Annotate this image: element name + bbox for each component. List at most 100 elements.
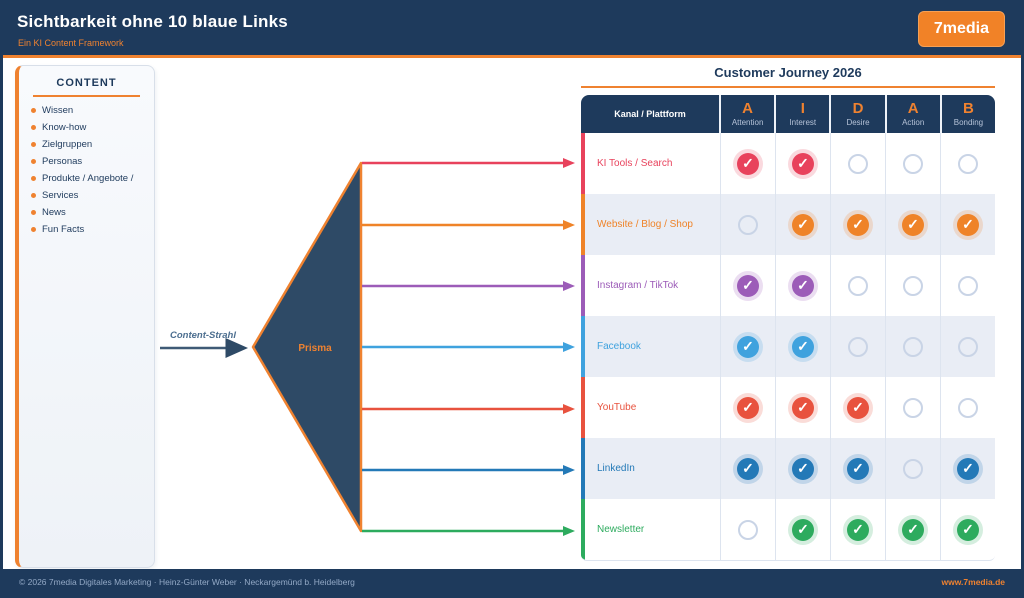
check-circle-icon: ✓: [957, 457, 979, 480]
stage-sublabel: Interest: [789, 118, 817, 127]
journey-cell: [831, 316, 886, 377]
check-circle-icon: ✓: [902, 518, 924, 541]
table-row: KI Tools / Search ✓ ✓: [581, 133, 995, 194]
prism-ray-arrowhead: [563, 158, 575, 168]
check-circle-icon: ✓: [792, 457, 814, 480]
journey-cell: ✓: [941, 194, 995, 255]
journey-cell: ✓: [776, 438, 831, 499]
check-circle-icon: ✓: [792, 213, 814, 236]
content-beam-label: Content-Strahl: [170, 330, 236, 341]
empty-circle-icon: [848, 275, 868, 296]
journey-cell: ✓: [721, 255, 776, 316]
check-circle-icon: ✓: [737, 152, 759, 175]
journey-cell: ✓: [721, 316, 776, 377]
journey-cell: ✓: [721, 377, 776, 438]
journey-cell: [831, 255, 886, 316]
journey-cell: [721, 499, 776, 560]
check-circle-icon: ✓: [847, 396, 869, 419]
empty-circle-icon: [738, 519, 758, 540]
prism-rays: [362, 158, 575, 536]
sidebar-item: Produkte / Angebote /: [29, 174, 144, 184]
table-row: YouTube✓✓✓: [581, 377, 995, 438]
table-row: Instagram / TikTok ✓ ✓: [581, 255, 995, 316]
stage-sublabel: Action: [902, 118, 925, 127]
journey-title-underline: [581, 86, 995, 88]
stage-letter: A: [742, 100, 754, 117]
prism-ray-arrowhead: [563, 404, 575, 414]
stage-letter: B: [962, 100, 974, 117]
check-circle-icon: ✓: [847, 213, 869, 236]
journey-cell: ✓: [721, 438, 776, 499]
sidebar-item: Zielgruppen: [29, 140, 144, 150]
empty-circle-icon: [903, 275, 923, 296]
table-row: Facebook ✓ ✓: [581, 316, 995, 377]
check-circle-icon: ✓: [792, 335, 814, 358]
check-circle-icon: ✓: [792, 274, 814, 297]
sidebar-item: Services: [29, 191, 144, 201]
check-circle-icon: ✓: [737, 457, 759, 480]
website-link[interactable]: www.7media.de: [941, 577, 1005, 587]
row-color-stripe: [581, 255, 585, 316]
row-color-stripe: [581, 316, 585, 377]
check-circle-icon: ✓: [847, 457, 869, 480]
row-color-stripe: [581, 377, 585, 438]
column-header-kanal: Kanal / Plattform: [581, 95, 721, 133]
empty-circle-icon: [903, 336, 923, 357]
journey-cell: [886, 438, 941, 499]
prism-label: Prisma: [298, 343, 332, 354]
journey-cell: ✓: [886, 499, 941, 560]
row-color-stripe: [581, 438, 585, 499]
sidebar-item: News: [29, 208, 144, 218]
empty-circle-icon: [958, 336, 978, 357]
journey-cell: ✓: [831, 438, 886, 499]
empty-circle-icon: [738, 214, 758, 235]
page-subtitle: Ein KI Content Framework: [18, 38, 124, 48]
journey-cell: ✓: [776, 377, 831, 438]
journey-cell: ✓: [941, 499, 995, 560]
journey-cell: [886, 316, 941, 377]
empty-circle-icon: [848, 336, 868, 357]
journey-cell: [721, 194, 776, 255]
channel-label: Instagram / TikTok: [585, 255, 721, 316]
journey-cell: ✓: [776, 316, 831, 377]
sidebar-divider: [33, 95, 140, 97]
journey-cell: [886, 255, 941, 316]
channel-label: Facebook: [585, 316, 721, 377]
journey-cell: ✓: [831, 499, 886, 560]
sidebar-item: Personas: [29, 157, 144, 167]
channel-label: KI Tools / Search: [585, 133, 721, 194]
check-circle-icon: ✓: [902, 213, 924, 236]
stage-sublabel: Desire: [846, 118, 870, 127]
journey-cell: [831, 133, 886, 194]
channel-label: LinkedIn: [585, 438, 721, 499]
sidebar-title: CONTENT: [56, 77, 117, 89]
prism-ray-arrowhead: [563, 220, 575, 230]
journey-title: Customer Journey 2026: [714, 65, 862, 80]
check-circle-icon: ✓: [737, 335, 759, 358]
stage-letter: I: [800, 100, 805, 117]
channel-label: Website / Blog / Shop: [585, 194, 721, 255]
journey-rows: KI Tools / Search✓✓Website / Blog / Shop…: [581, 133, 995, 561]
empty-circle-icon: [903, 397, 923, 418]
row-color-stripe: [581, 194, 585, 255]
channel-label: YouTube: [585, 377, 721, 438]
journey-cell: [941, 255, 995, 316]
stage-sublabel: Bonding: [953, 118, 984, 127]
prism-ray-arrowhead: [563, 465, 575, 475]
prism-ray-arrowhead: [563, 526, 575, 536]
check-circle-icon: ✓: [737, 274, 759, 297]
check-circle-icon: ✓: [792, 152, 814, 175]
empty-circle-icon: [848, 153, 868, 174]
prism-ray-arrowhead: [563, 342, 575, 352]
empty-circle-icon: [903, 458, 923, 479]
sidebar-item: Fun Facts: [29, 225, 144, 235]
journey-cell: ✓: [776, 194, 831, 255]
stage-letter: A: [907, 100, 919, 117]
journey-cell: ✓: [831, 194, 886, 255]
7media-logo-button[interactable]: 7media: [917, 11, 1005, 47]
journey-cell: [941, 377, 995, 438]
